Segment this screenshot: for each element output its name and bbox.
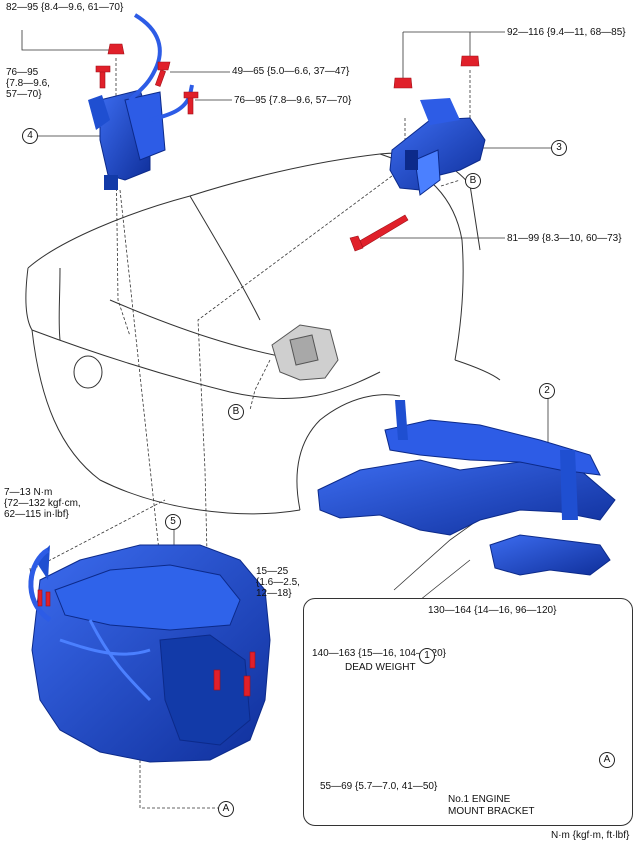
bolt-engine-c (213, 669, 221, 691)
bolt-center (154, 69, 166, 87)
long-bolt-mount (355, 214, 409, 250)
torque-label-transaxle-bolts: 15—25 {1.6—2.5, 12—18} (256, 566, 300, 599)
bolt-right (187, 95, 194, 115)
bolt-engine-b (45, 591, 51, 607)
torque-label-left-bolt: 76—95 {7.8—9.6, 57—70} (6, 67, 50, 100)
ref-a-engine: A (218, 801, 234, 817)
label-bracket-line1: No.1 ENGINE (448, 794, 511, 805)
ref-b-mount: B (465, 173, 481, 189)
callout-5: 5 (165, 514, 181, 530)
nut-right (460, 55, 480, 67)
torque-label-inset-short: 55—69 {5.7—7.0, 41—50} (320, 781, 438, 792)
ref-a-inset: A (599, 752, 615, 768)
nut-left (393, 77, 413, 89)
callout-1: 1 (419, 648, 435, 664)
ref-b-vehicle: B (228, 404, 244, 420)
torque-label-right-bolt: 76—95 {7.8—9.6, 57—70} (234, 95, 352, 106)
vehicle-body-outline (25, 152, 501, 515)
callout-3: 3 (551, 140, 567, 156)
label-dead-weight: DEAD WEIGHT (345, 662, 416, 673)
part-4-bracket (88, 13, 194, 190)
detail-inset (303, 598, 633, 826)
callout-2: 2 (539, 383, 555, 399)
part-3-mount (389, 98, 486, 196)
units-note: N·m {kgf·m, ft·lbf} (551, 830, 630, 841)
torque-label-top-nut: 82—95 {8.4—9.6, 61—70} (6, 2, 124, 13)
torque-label-inset-top: 130—164 {14—16, 96—120} (428, 605, 557, 616)
part-5-engine (28, 544, 271, 763)
torque-label-engine-bolts: 7—13 N·m {72—132 kgf·cm, 62—115 in·lbf} (4, 487, 81, 520)
bolt-engine-a (37, 589, 43, 607)
part-2-subframe (317, 400, 616, 576)
label-bracket-line2: MOUNT BRACKET (448, 806, 535, 817)
torque-label-inset-long: 140—163 {15—16, 104—120} (312, 648, 446, 659)
bolt-engine-d (243, 675, 251, 697)
bolt-engine-e (249, 651, 256, 669)
callout-4: 4 (22, 128, 38, 144)
bolt-nut-top (107, 43, 125, 55)
vehicle-mount-grey (271, 324, 339, 381)
torque-label-mount-bolt: 81—99 {8.3—10, 60—73} (507, 233, 622, 244)
torque-label-center-bolt: 49—65 {5.0—6.6, 37—47} (232, 66, 350, 77)
torque-label-mount-nuts: 92—116 {9.4—11, 68—85} (507, 27, 626, 38)
